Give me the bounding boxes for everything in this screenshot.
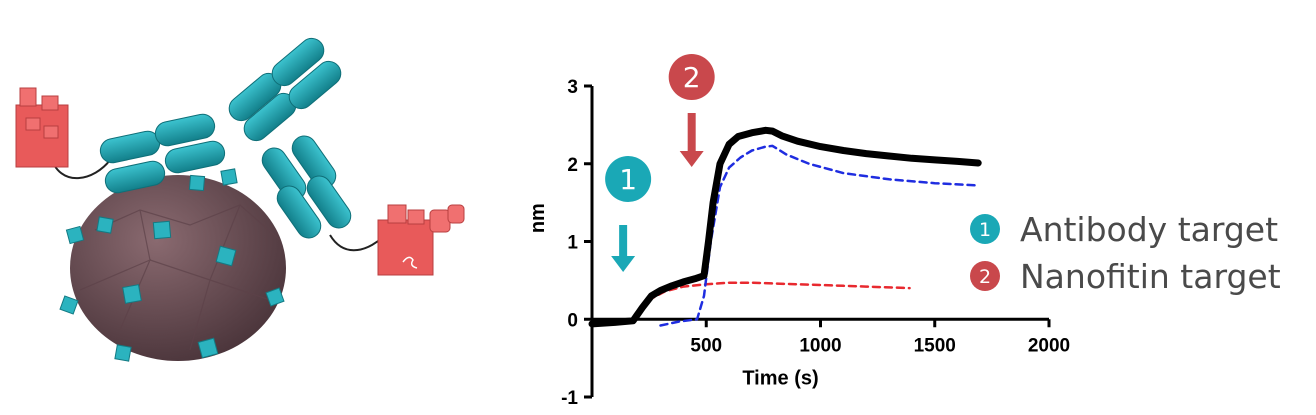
- linker-right: [329, 234, 386, 252]
- legend-badge-1-number: 1: [979, 219, 991, 241]
- chart: -1 0 1 2 3 500 1000 1500 2000 Time (s) nm: [527, 77, 1070, 409]
- legend-badge-2: [970, 261, 1000, 291]
- x-axis-label: Time (s): [742, 367, 818, 389]
- legend-item-antibody: 1 Antibody target: [970, 210, 1278, 249]
- y-tick-label: 1: [567, 233, 578, 254]
- annotation-badge-1: [605, 156, 652, 202]
- x-tick-label: 2000: [1028, 335, 1070, 356]
- antibody-icon: [99, 37, 352, 239]
- surface-tags: [59, 168, 285, 362]
- series-line-red-dashed: [631, 281, 911, 321]
- x-tick-label: 1500: [914, 335, 956, 356]
- series-line-blue-dashed: [659, 144, 980, 327]
- x-tick-label: 500: [690, 335, 722, 356]
- legend-label-nanofitin: Nanofitin target: [1020, 257, 1281, 296]
- annotation-badge-1-number: 1: [619, 163, 637, 196]
- legend-label-antibody: Antibody target: [1020, 210, 1278, 249]
- annotation-arrow-shaft-2: [687, 113, 696, 153]
- down-arrow-icon: [611, 256, 636, 272]
- legend: 1 Antibody target 2 Nanofitin target: [970, 210, 1281, 296]
- series: [588, 126, 982, 328]
- nanoparticle-sphere-icon: [70, 175, 286, 361]
- y-tick-label: 0: [567, 310, 578, 331]
- y-tick-label: -1: [561, 388, 578, 409]
- legend-badge-2-number: 2: [979, 266, 991, 288]
- nanoparticle-illustration: [15, 37, 465, 362]
- legend-badge-1: [970, 214, 1000, 244]
- annotation-badge-2: [668, 54, 715, 100]
- annotation-arrow-shaft-1: [619, 225, 628, 258]
- nanofitin-block-icon: [377, 204, 465, 276]
- annotation-badge-2-number: 2: [683, 61, 701, 94]
- down-arrow-icon: [679, 151, 704, 167]
- y-tick-label: 3: [567, 77, 578, 98]
- x-tick-label: 1000: [799, 335, 841, 356]
- y-axis-label: nm: [527, 203, 549, 233]
- series-line-black: [588, 126, 982, 328]
- legend-item-nanofitin: 2 Nanofitin target: [970, 257, 1281, 296]
- nanofitin-block-icon: [15, 87, 69, 168]
- ticks: -1 0 1 2 3 500 1000 1500 2000: [561, 77, 1070, 409]
- y-tick-label: 2: [567, 155, 578, 176]
- annotations: 12: [605, 54, 715, 272]
